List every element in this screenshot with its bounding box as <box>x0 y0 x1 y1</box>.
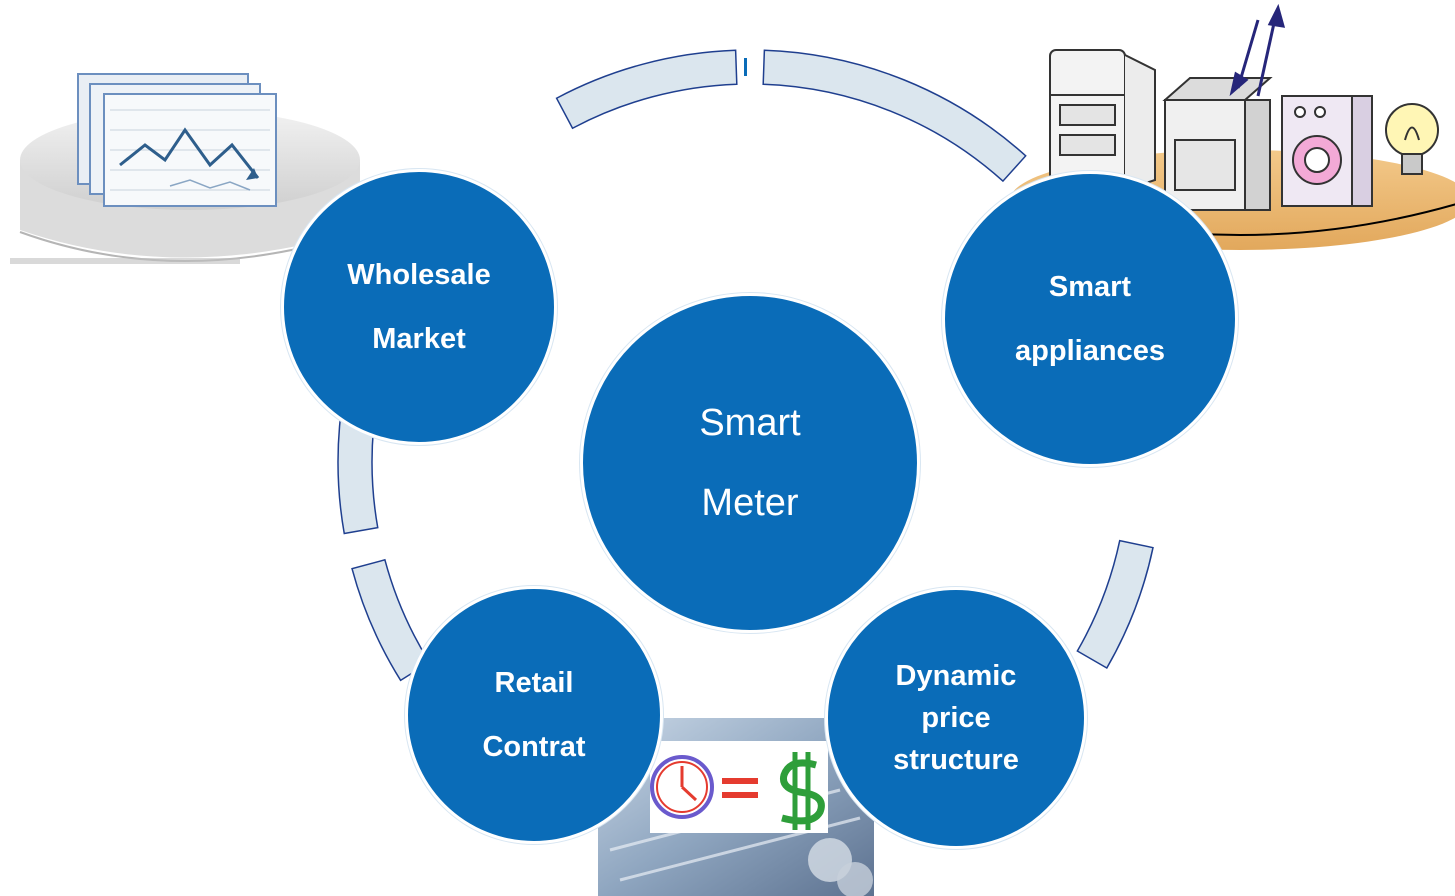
node-retail-contract: Retail Contrat <box>405 586 663 844</box>
center-label-line-1: Smart <box>699 402 801 444</box>
dynamic-label-line-2: price <box>921 702 991 734</box>
node-label: Wholesale Market <box>347 243 490 371</box>
dynamic-label-line-1: Dynamic <box>895 660 1017 692</box>
cycle-start-marker <box>742 52 748 86</box>
ring-segment-3 <box>1076 539 1154 670</box>
appliances-label-line-1: Smart <box>1048 271 1132 303</box>
node-dynamic-price-structure: Dynamic price structure <box>825 587 1087 849</box>
dynamic-label-line-3: structure <box>893 744 1019 776</box>
node-label: Smart Meter <box>699 383 800 543</box>
node-label: Dynamic price structure <box>893 655 1019 781</box>
ring-segment-2 <box>762 49 1027 183</box>
center-label-line-2: Meter <box>701 482 799 524</box>
node-smart-appliances: Smart appliances <box>942 171 1238 467</box>
node-label: Smart appliances <box>1015 255 1165 383</box>
stock-chart-pedestal-icon <box>10 73 361 264</box>
ring-segment-1 <box>555 49 738 130</box>
retail-label-line-1: Retail <box>494 667 574 699</box>
node-label: Retail Contrat <box>482 651 585 779</box>
retail-label-line-2: Contrat <box>482 731 586 763</box>
ring-segment-4 <box>351 558 431 682</box>
wholesale-label-line-2: Market <box>372 323 466 355</box>
wholesale-label-line-1: Wholesale <box>347 259 491 291</box>
node-wholesale-market: Wholesale Market <box>281 169 557 445</box>
node-smart-meter: Smart Meter <box>580 293 920 633</box>
appliances-label-line-2: appliances <box>1015 335 1165 367</box>
